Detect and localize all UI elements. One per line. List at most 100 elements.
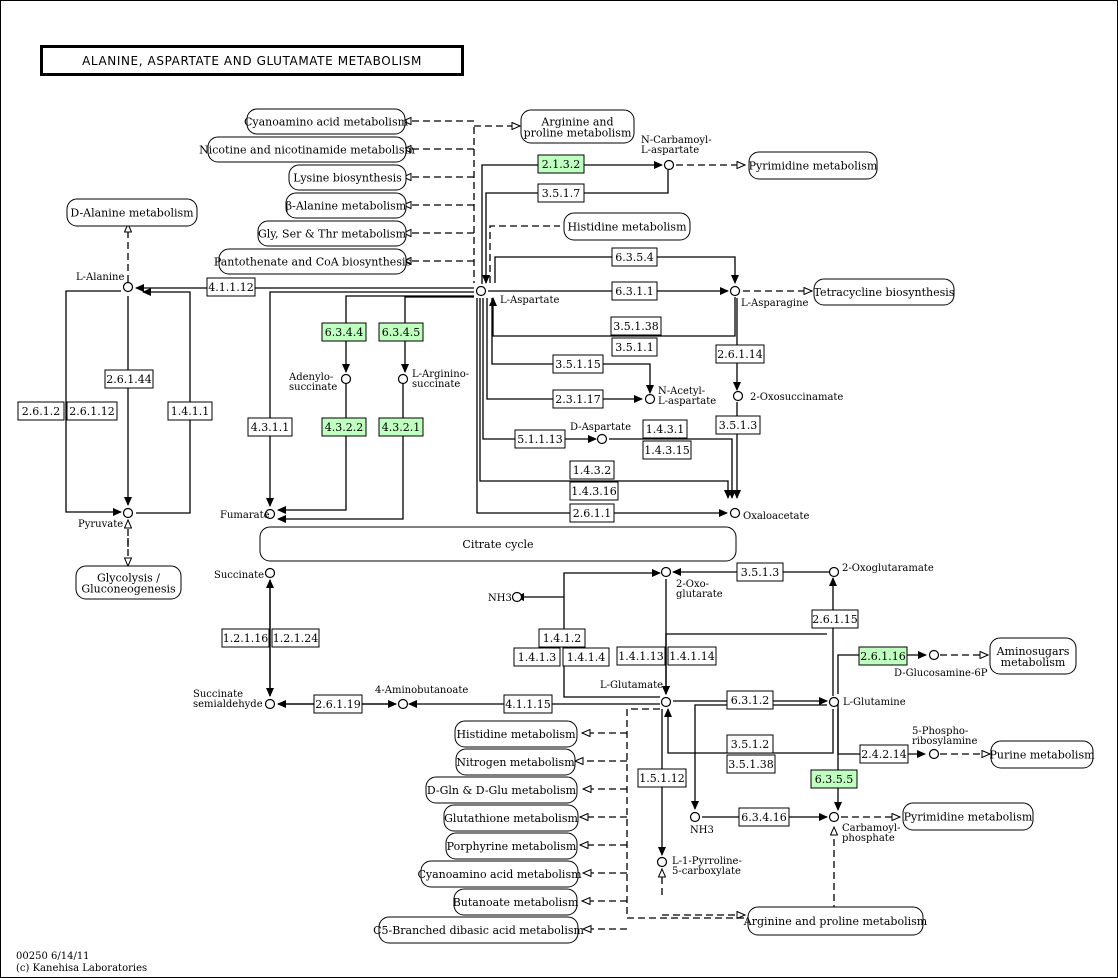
map-link-purine[interactable]: Purine metabolism — [989, 740, 1095, 769]
compound-node-oxoglutaramate[interactable] — [828, 566, 840, 578]
compound-node-nh3-top[interactable] — [511, 591, 523, 603]
compound-node-succinate[interactable] — [264, 567, 276, 579]
compound-node-nacetyl[interactable] — [644, 393, 656, 405]
compound-node-oxaloacetate[interactable] — [729, 507, 741, 519]
map-link-balanine[interactable]: β-Alanine metabolism — [285, 192, 407, 219]
enzyme-6-3-5-4[interactable]: 6.3.5.4 — [611, 247, 658, 267]
map-label: Glutathione metabolism — [444, 812, 578, 825]
enzyme-5-1-1-13[interactable]: 5.1.1.13 — [514, 429, 566, 449]
enzyme-label: 4.3.1.1 — [251, 421, 289, 434]
enzyme-2-6-1-14[interactable]: 2.6.1.14 — [715, 344, 765, 364]
enzyme-4-1-1-15[interactable]: 4.1.1.15 — [503, 694, 553, 714]
compound-node-larginino[interactable] — [397, 373, 409, 385]
compound-node-dglucosamine[interactable] — [928, 649, 940, 661]
enzyme-1-4-1-1[interactable]: 1.4.1.1 — [167, 401, 213, 421]
compound-node-succinate-semi[interactable] — [264, 698, 276, 710]
map-link-lysine[interactable]: Lysine biosynthesis — [288, 164, 407, 191]
enzyme-2-6-1-15[interactable]: 2.6.1.15 — [811, 609, 859, 629]
enzyme-2-1-3-2[interactable]: 2.1.3.2 — [537, 154, 585, 174]
enzyme-1-4-3-1[interactable]: 1.4.3.1 — [642, 419, 688, 439]
map-link-arginine-bottom[interactable]: Arginine and proline metabolism — [743, 906, 928, 936]
map-label: Porphyrine metabolism — [447, 840, 577, 853]
map-link-porphyrine[interactable]: Porphyrine metabolism — [445, 832, 578, 860]
compound-node-aminobutanoate[interactable] — [397, 698, 409, 710]
enzyme-3-5-1-38[interactable]: 3.5.1.38 — [610, 316, 662, 336]
compound-node-fumarate[interactable] — [264, 508, 276, 520]
compound-node-ncarbamoyl[interactable] — [663, 159, 675, 171]
enzyme-3-5-1-7[interactable]: 3.5.1.7 — [537, 183, 585, 203]
map-link-pyrimidine-bottom[interactable]: Pyrimidine metabolism — [902, 802, 1034, 831]
enzyme-1-2-1-24[interactable]: 1.2.1.24 — [271, 628, 320, 648]
enzyme-2-6-1-2[interactable]: 2.6.1.2 — [17, 401, 65, 421]
map-link-glyserthr[interactable]: Gly, Ser & Thr metabolism — [257, 220, 407, 247]
map-link-histidine-top[interactable]: Histidine metabolism — [563, 212, 691, 241]
enzyme-4-1-1-12[interactable]: 4.1.1.12 — [206, 277, 256, 297]
enzyme-4-3-1-1[interactable]: 4.3.1.1 — [247, 417, 293, 437]
map-link-pantothenate[interactable]: Pantothenate and CoA biosynthesis — [214, 248, 412, 275]
enzyme-4-3-2-1[interactable]: 4.3.2.1 — [378, 417, 424, 437]
enzyme-6-3-4-4[interactable]: 6.3.4.4 — [321, 322, 367, 342]
map-link-c5branched[interactable]: C5-Branched dibasic acid metabolism — [373, 916, 584, 944]
compound-node-pyruvate[interactable] — [122, 507, 134, 519]
enzyme-label: 1.2.1.24 — [273, 632, 318, 645]
enzyme-3-5-1-15[interactable]: 3.5.1.15 — [552, 354, 604, 374]
map-link-cyanoamino-bottom[interactable]: Cyanoamino acid metabolism — [417, 860, 582, 888]
enzyme-1-4-3-2[interactable]: 1.4.3.2 — [569, 460, 615, 480]
map-link-nitrogen[interactable]: Nitrogen metabolism — [455, 748, 576, 776]
map-link-histidine-bottom[interactable]: Histidine metabolism — [454, 720, 578, 748]
compound-node-oxosuccinamate[interactable] — [732, 390, 744, 402]
enzyme-2-3-1-17[interactable]: 2.3.1.17 — [552, 389, 604, 409]
enzyme-1-5-1-12[interactable]: 1.5.1.12 — [637, 768, 687, 788]
enzyme-4-3-2-2[interactable]: 4.3.2.2 — [321, 417, 367, 437]
enzyme-2-6-1-19[interactable]: 2.6.1.19 — [313, 694, 363, 714]
enzyme-1-4-3-15[interactable]: 1.4.3.15 — [642, 440, 692, 460]
map-link-butanoate[interactable]: Butanoate metabolism — [453, 888, 579, 916]
enzyme-6-3-4-16[interactable]: 6.3.4.16 — [738, 807, 790, 827]
enzyme-1-4-1-3[interactable]: 1.4.1.3 — [513, 647, 561, 667]
enzyme-1-4-1-4[interactable]: 1.4.1.4 — [562, 647, 610, 667]
compound-node-nh3-bottom[interactable] — [689, 811, 701, 823]
compound-node-l-aspartate[interactable] — [475, 285, 487, 297]
enzyme-1-2-1-16[interactable]: 1.2.1.16 — [221, 628, 270, 648]
compound-node-l-glutamine[interactable] — [828, 696, 840, 708]
enzyme-1-4-1-14[interactable]: 1.4.1.14 — [667, 646, 717, 666]
map-link-cyanoamino-top[interactable]: Cyanoamino acid metabolism — [244, 108, 409, 135]
compound-node-l-alanine[interactable] — [122, 281, 134, 293]
compound-node-l-glutamate[interactable] — [660, 696, 672, 708]
enzyme-3-5-1-38[interactable]: 3.5.1.38 — [726, 754, 776, 774]
compound-node-carbamoylphosphate[interactable] — [828, 811, 840, 823]
enzyme-2-6-1-16[interactable]: 2.6.1.16 — [858, 646, 908, 666]
enzyme-1-4-1-13[interactable]: 1.4.1.13 — [616, 646, 666, 666]
enzyme-3-5-1-3[interactable]: 3.5.1.3 — [736, 562, 784, 582]
compound-node-adenylosuccinate[interactable] — [340, 373, 352, 385]
enzyme-1-4-1-2[interactable]: 1.4.1.2 — [538, 628, 586, 648]
compound-node-oxoglutarate[interactable] — [660, 566, 672, 578]
enzyme-3-5-1-3[interactable]: 3.5.1.3 — [715, 415, 761, 435]
map-link-glutathione[interactable]: Glutathione metabolism — [443, 804, 579, 832]
compound-node-l-asparagine[interactable] — [729, 285, 741, 297]
map-link-dgln[interactable]: D-Gln & D-Glu metabolism — [425, 776, 578, 804]
enzyme-3-5-1-1[interactable]: 3.5.1.1 — [611, 337, 658, 357]
compound-node-pyrroline[interactable] — [656, 856, 668, 868]
map-label: Tetracycline biosynthesis — [814, 286, 955, 299]
enzyme-6-3-1-1[interactable]: 6.3.1.1 — [611, 281, 658, 301]
map-link-citrate[interactable]: Citrate cycle — [259, 526, 737, 562]
enzyme-6-3-5-5[interactable]: 6.3.5.5 — [810, 769, 858, 789]
enzyme-6-3-4-5[interactable]: 6.3.4.5 — [378, 322, 424, 342]
map-link-nicotine[interactable]: Nicotine and nicotinamide metabolism — [199, 136, 415, 163]
map-link-tetracycline[interactable]: Tetracycline biosynthesis — [813, 278, 955, 306]
enzyme-2-6-1-1[interactable]: 2.6.1.1 — [569, 503, 615, 523]
map-link-dalanine[interactable]: D-Alanine metabolism — [66, 198, 198, 227]
enzyme-6-3-1-2[interactable]: 6.3.1.2 — [726, 690, 774, 710]
enzyme-2-6-1-12[interactable]: 2.6.1.12 — [66, 401, 118, 421]
compound-node-d-aspartate[interactable] — [596, 433, 608, 445]
map-link-glycolysis[interactable]: Glycolysis /Gluconeogenesis — [75, 565, 182, 600]
enzyme-3-5-1-2[interactable]: 3.5.1.2 — [726, 734, 774, 754]
enzyme-2-4-2-14[interactable]: 2.4.2.14 — [859, 744, 909, 764]
enzyme-2-6-1-44[interactable]: 2.6.1.44 — [104, 369, 154, 389]
map-link-pyrimidine-top[interactable]: Pyrimidine metabolism — [748, 151, 878, 180]
enzyme-1-4-3-16[interactable]: 1.4.3.16 — [569, 481, 619, 501]
compound-node-phosphoribosylamine[interactable] — [928, 748, 940, 760]
